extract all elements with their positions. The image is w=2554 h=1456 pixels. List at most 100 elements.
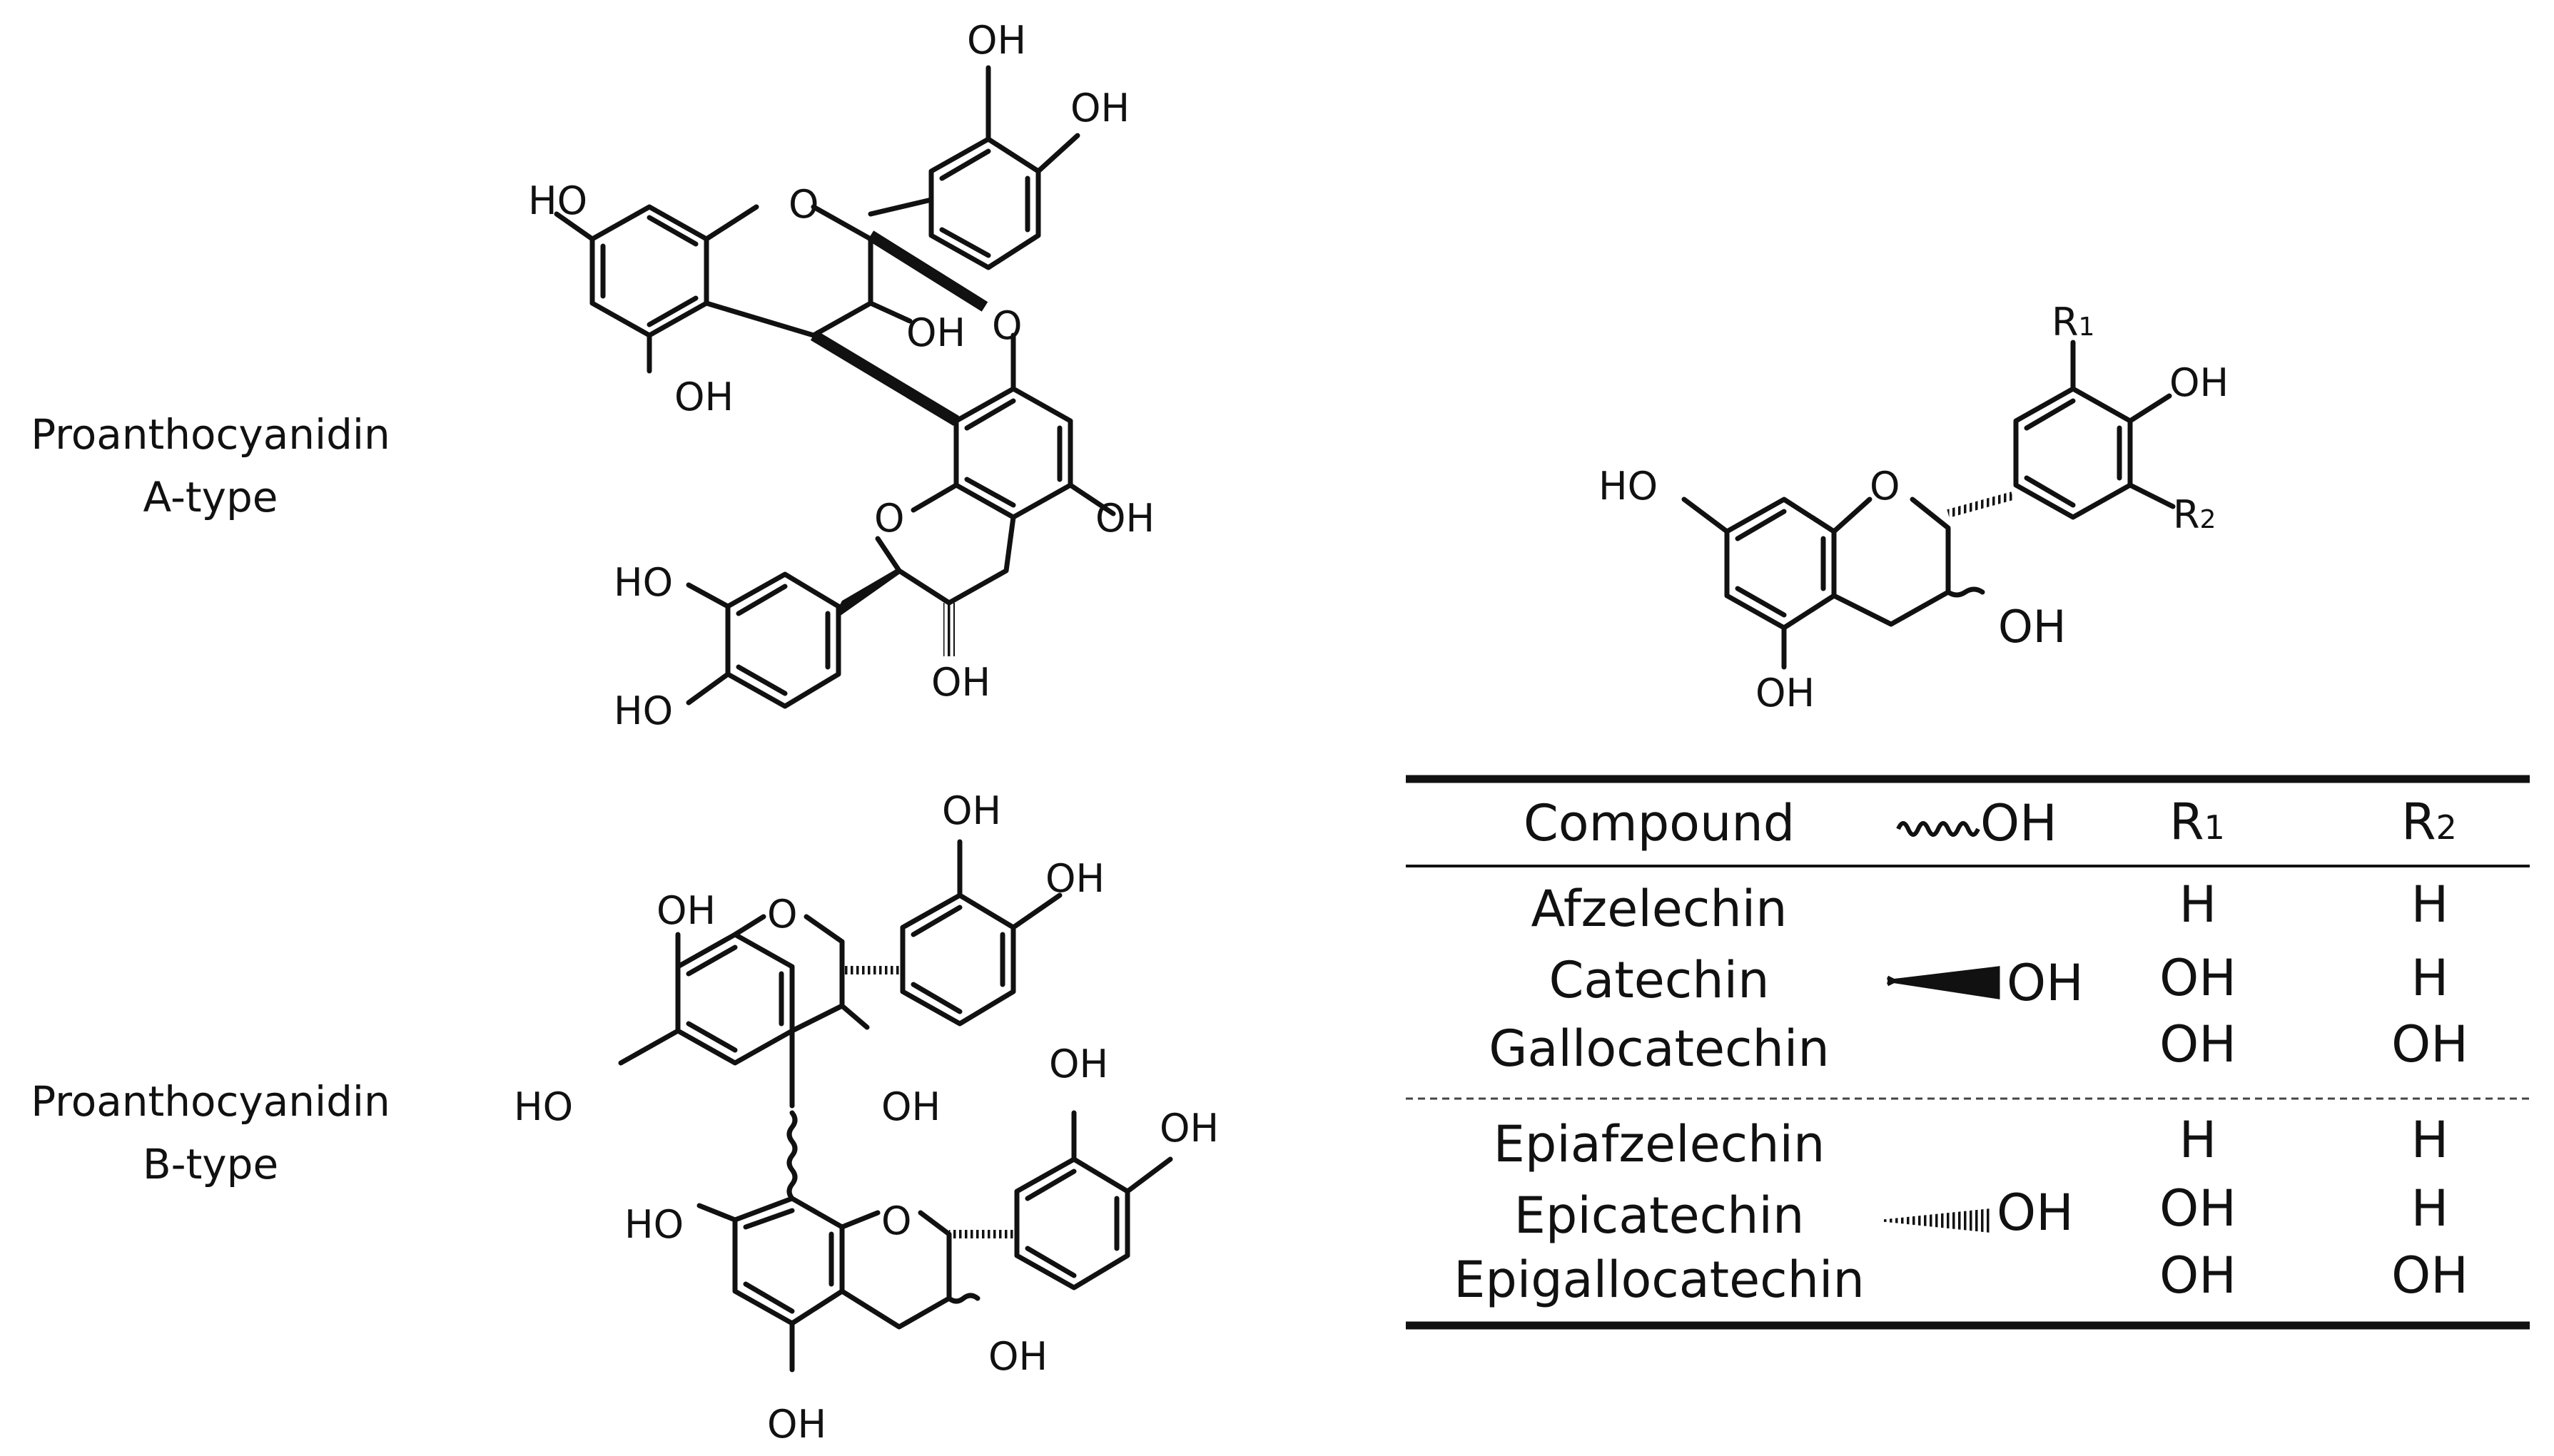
table-group-stereo-label: OH: [2007, 954, 2084, 1012]
b-type-ring-b1-double: [911, 905, 1005, 1014]
b-type-wavy-c3: [946, 1293, 980, 1304]
a-type-ring-b1-double: [939, 148, 1030, 258]
a-type-oh-6: OH: [931, 660, 990, 705]
table-row-r2: H: [2411, 1179, 2449, 1238]
table-header-r2: R2: [2401, 793, 2457, 851]
b-type-ring-b1: [900, 892, 1016, 1027]
flavan-ring-a: [1724, 497, 1837, 631]
a-type-ring-b2: [725, 571, 841, 709]
a-type-oh-4: OH: [674, 375, 734, 419]
b-type-oh-5: OH: [1049, 1042, 1108, 1086]
flavan-ring-c: [1831, 497, 1951, 627]
b-type-oh-7: OH: [988, 1334, 1048, 1379]
a-type-bond-b2-oh: [686, 582, 731, 706]
table-row-r2: H: [2411, 875, 2449, 934]
table-header-oh: OH: [1980, 794, 2057, 852]
a-type-label-line1: Proanthocyanidin: [31, 410, 390, 459]
flavan-bond-a-oh: [1681, 497, 1787, 670]
table-row-compound: Epiafzelechin: [1494, 1115, 1825, 1174]
flavan-hashed-c2: [1947, 492, 2014, 518]
flavan-ring-b: [2013, 386, 2133, 520]
b-type-structure: OH OH OH O HO OH OH OH HO O OH OH: [514, 788, 1219, 1447]
a-type-o-ring-1: O: [789, 182, 819, 227]
a-type-ring-a2: [953, 386, 1073, 520]
a-type-oh-2: OH: [1070, 86, 1130, 131]
table-row-r1: H: [2179, 875, 2217, 934]
b-type-bond-b2-oh: [1071, 1110, 1173, 1194]
a-type-label: Proanthocyanidin A-type: [7, 403, 414, 529]
a-type-o-ring-2: O: [874, 496, 905, 541]
a-type-label-line2: A-type: [143, 473, 278, 521]
a-type-interflavan-bond: [810, 330, 960, 426]
flavan-bond-b-sub: [2070, 340, 2176, 509]
table-header-compound: Compound: [1524, 794, 1795, 852]
flavan-oh-c3: OH: [1998, 601, 2066, 653]
b-type-o-ring-1: O: [767, 892, 798, 937]
b-type-bond-a1-oh: [618, 932, 681, 1066]
table-row-compound: Catechin: [1549, 951, 1770, 1009]
compound-table: Compound OH R1 R2 Afzelechin H H Catechi…: [1406, 775, 2530, 1330]
b-type-ho-2: HO: [624, 1202, 684, 1247]
flavan-r2: R2: [2173, 492, 2216, 537]
b-type-bond-a2-oh: [696, 1203, 795, 1373]
a-type-wedge-c2: [836, 568, 901, 616]
b-type-ring-b2: [1014, 1156, 1130, 1290]
table-row-r1: OH: [2159, 1246, 2236, 1305]
b-type-bond-b1-oh: [957, 839, 1063, 930]
a-type-oh-3: OH: [906, 310, 966, 355]
a-type-ring-b1: [928, 136, 1041, 270]
a-type-ring-a1: [589, 204, 709, 338]
a-type-ho-2: HO: [614, 560, 673, 605]
wavy-bond-icon: [1896, 821, 1980, 837]
b-type-ring-a2-double: [743, 1208, 834, 1314]
flavan-wavy-c3: [1945, 586, 1985, 598]
a-type-ether-bridge: [867, 230, 988, 312]
b-type-ring-b2-double: [1025, 1169, 1120, 1278]
table-row-compound: Epicatechin: [1514, 1186, 1805, 1245]
a-type-oh-5: OH: [1095, 496, 1155, 541]
table-row-compound: Epigallocatechin: [1454, 1251, 1865, 1309]
b-type-label: Proanthocyanidin B-type: [7, 1070, 414, 1196]
b-type-ring-a1: [675, 932, 795, 1066]
b-type-oh-2: OH: [1045, 856, 1105, 901]
b-type-bond-c3-oh: [839, 1003, 870, 1030]
table-row-r2: OH: [2391, 1015, 2468, 1074]
b-type-oh-4: OH: [881, 1084, 941, 1129]
b-type-c4: [789, 1003, 845, 1109]
b-type-ring-a1-double: [686, 945, 784, 1053]
table-row-r2: H: [2411, 1111, 2449, 1169]
b-type-oh-6: OH: [1160, 1106, 1219, 1151]
b-type-oh-1: OH: [942, 788, 1001, 833]
a-type-bond-c3-oh: [868, 300, 913, 324]
table-row-compound: Gallocatechin: [1489, 1019, 1829, 1078]
flavan-oh-a: OH: [1755, 671, 1815, 716]
a-type-ring-a1-double: [600, 215, 699, 327]
table-row-r1: OH: [2159, 1179, 2236, 1238]
table-header-r1: R1: [2169, 793, 2225, 851]
flavan-oh-b: OH: [2169, 360, 2229, 405]
a-type-bond-b-oh: [985, 65, 1080, 174]
flavan-o-ring: O: [1870, 464, 1900, 509]
table-row-r2: H: [2411, 949, 2449, 1007]
wedge-bond-icon: [1886, 966, 2000, 999]
b-type-ring-a2: [732, 1196, 845, 1326]
a-type-oh-1: OH: [967, 18, 1026, 63]
flavan-r1: R1: [2052, 300, 2094, 345]
table-row-r2: OH: [2391, 1246, 2468, 1305]
a-type-bond-a2-sub: [1010, 332, 1116, 516]
b-type-label-line2: B-type: [142, 1140, 279, 1188]
b-type-oh-3: OH: [657, 888, 716, 933]
table-row-compound: Afzelechin: [1531, 880, 1787, 938]
a-type-o-bridge: O: [992, 303, 1023, 348]
table-row-r1: H: [2179, 1111, 2217, 1169]
b-type-o-ring-2: O: [881, 1198, 912, 1243]
b-type-ho-1: HO: [514, 1084, 573, 1129]
b-type-label-line1: Proanthocyanidin: [31, 1077, 390, 1126]
a-type-ring-b2-double: [736, 584, 831, 696]
a-type-structure: OH OH HO O O OH OH OH O HO HO OH: [528, 18, 1155, 733]
flavan-ho: HO: [1598, 464, 1658, 509]
flavan-3-ol-structure: R1 OH R2 HO O OH OH: [1598, 300, 2229, 716]
b-type-wavy-bond: [786, 1110, 798, 1201]
a-type-ho-3: HO: [614, 688, 673, 733]
a-type-ho-1: HO: [528, 178, 587, 223]
